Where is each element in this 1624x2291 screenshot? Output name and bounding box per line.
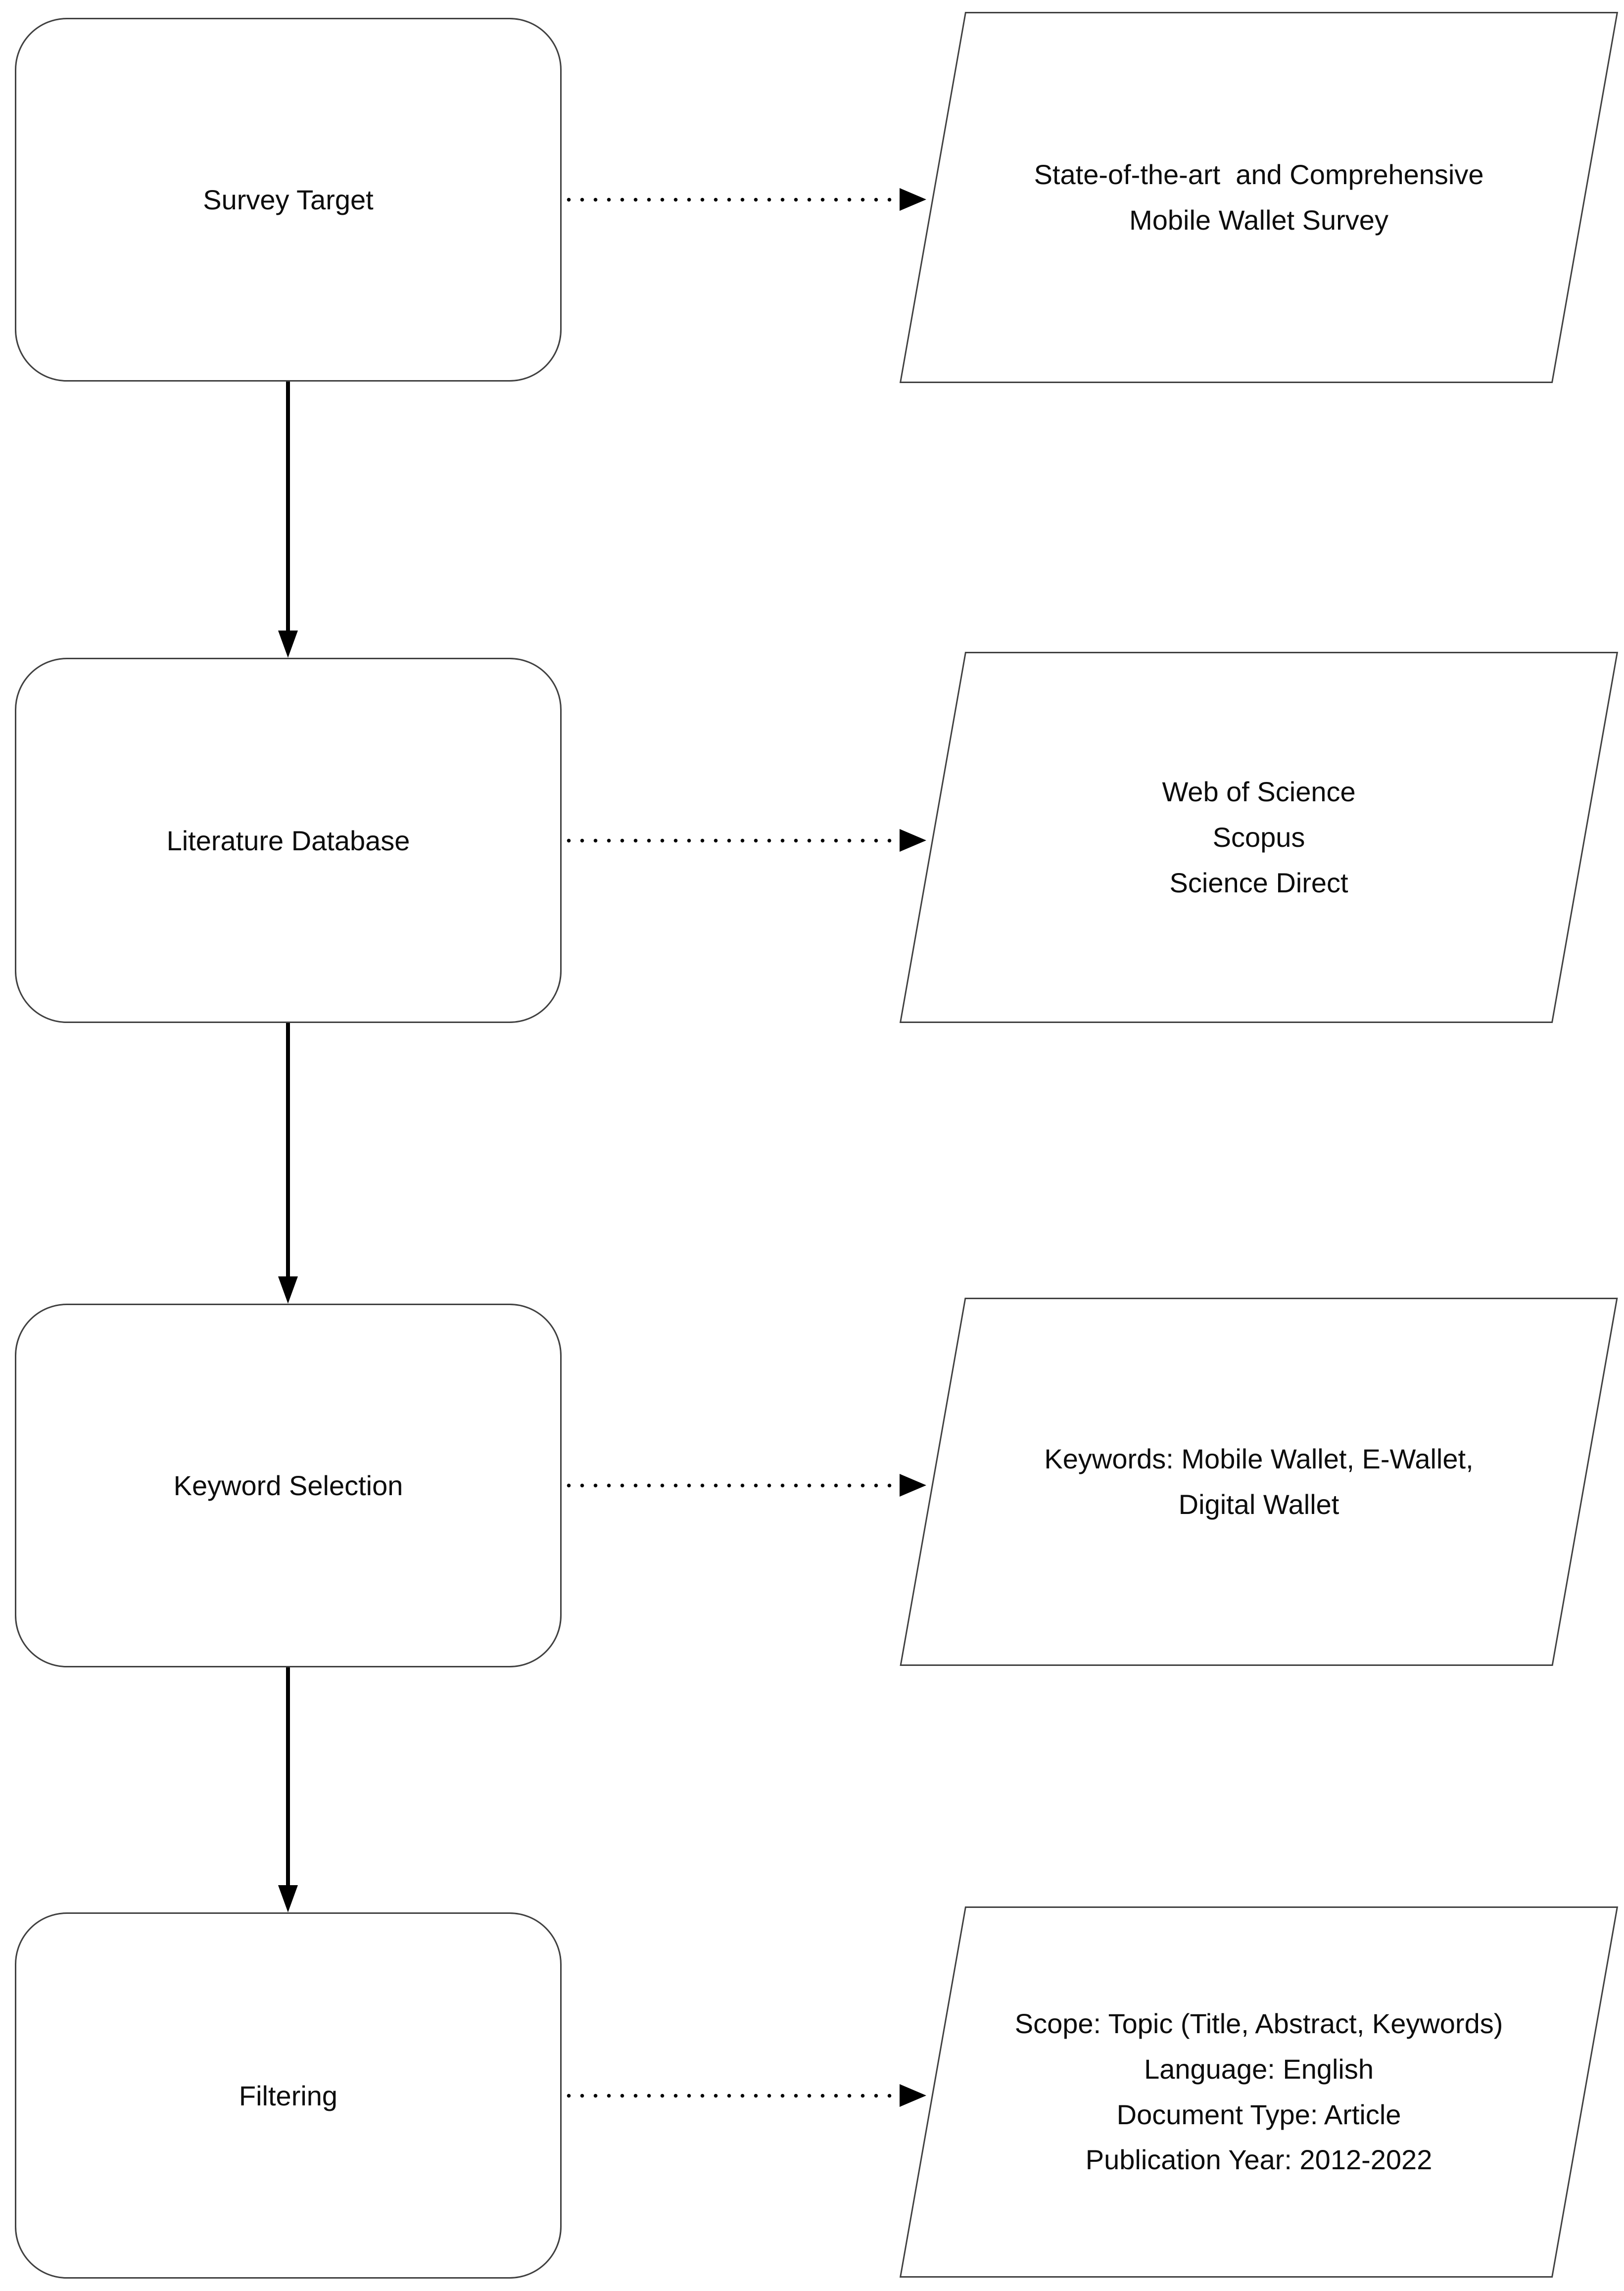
down-arrowhead-icon-1	[278, 631, 298, 658]
output-parallelogram-literature-database: Web of Science Scopus Science Direct	[899, 652, 1619, 1023]
dotted-connector-line-4	[567, 2094, 899, 2098]
right-arrowhead-icon-1	[900, 188, 926, 211]
right-arrowhead-icon-3	[900, 1474, 926, 1497]
output-text-filtering: Scope: Topic (Title, Abstract, Keywords)…	[1014, 2008, 1503, 2176]
process-box-survey-target: Survey Target	[15, 18, 562, 382]
process-box-keyword-selection: Keyword Selection	[15, 1304, 562, 1667]
down-arrowhead-icon-3	[278, 1885, 298, 1912]
output-text-literature-database: Web of Science Scopus Science Direct	[1162, 776, 1356, 898]
process-label-literature-database: Literature Database	[166, 825, 410, 856]
output-parallelogram-filtering: Scope: Topic (Title, Abstract, Keywords)…	[899, 1906, 1619, 2278]
dotted-connector-line-3	[567, 1483, 899, 1488]
output-text-keyword-selection: Keywords: Mobile Wallet, E-Wallet, Digit…	[1044, 1443, 1474, 1520]
process-label-filtering: Filtering	[239, 2080, 338, 2111]
process-box-literature-database: Literature Database	[15, 658, 562, 1023]
down-arrow-line-2	[286, 1023, 290, 1277]
process-label-survey-target: Survey Target	[203, 184, 374, 215]
down-arrowhead-icon-2	[278, 1276, 298, 1304]
output-parallelogram-keyword-selection: Keywords: Mobile Wallet, E-Wallet, Digit…	[900, 1298, 1618, 1666]
down-arrow-line-3	[286, 1667, 290, 1886]
output-text-survey-target: State-of-the-art and Comprehensive Mobil…	[1034, 159, 1484, 236]
process-box-filtering: Filtering	[15, 1912, 562, 2279]
process-label-keyword-selection: Keyword Selection	[173, 1470, 403, 1501]
down-arrow-line-1	[286, 382, 290, 632]
right-arrowhead-icon-4	[900, 2084, 926, 2107]
right-arrowhead-icon-2	[900, 829, 926, 852]
dotted-connector-line-1	[567, 197, 899, 202]
output-parallelogram-survey-target: State-of-the-art and Comprehensive Mobil…	[899, 12, 1619, 383]
dotted-connector-line-2	[567, 838, 899, 843]
